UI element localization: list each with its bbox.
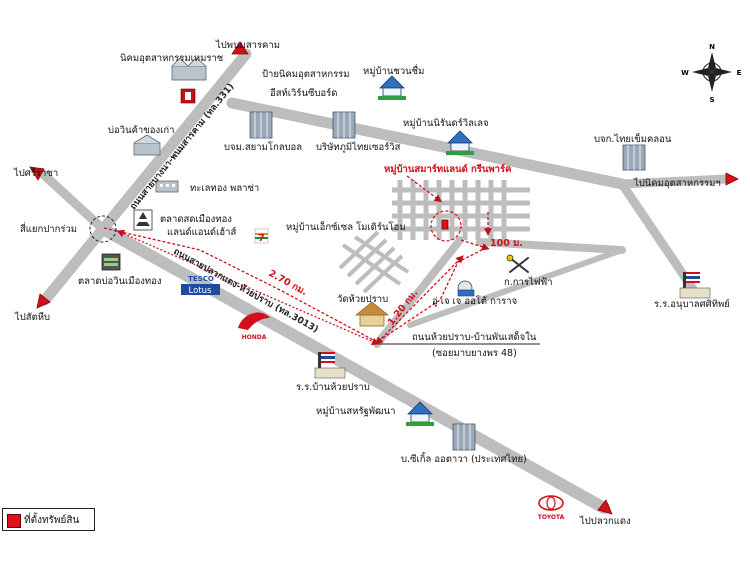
seven-eleven-label: 7	[258, 233, 265, 244]
school-icon	[314, 352, 346, 379]
road-village-east	[476, 238, 626, 254]
road-right-down	[617, 179, 700, 297]
electricity-icon	[506, 254, 529, 273]
tesco-label: TESCO	[188, 275, 214, 283]
route	[103, 175, 492, 346]
label-co-thaiflex: บจก.ไทยเข็มคลอน	[594, 132, 672, 145]
office-tower-icon	[249, 111, 273, 139]
property-circle	[430, 210, 462, 242]
label-wat: วัดห้วยปราบ	[337, 294, 388, 305]
garage-icon	[457, 280, 475, 297]
arrow-east-icon	[725, 172, 739, 186]
label-to-industrial-e: ไปนิคมอุตสาหกรรมฯ	[633, 177, 721, 189]
label-land-house: แลนด์แอนด์เฮ้าส์	[167, 226, 236, 238]
label-to-phanom: ไปพนมสารคาม	[215, 39, 280, 51]
lotus-label: Lotus	[189, 286, 213, 296]
road-east	[226, 97, 628, 190]
label-garage: อู่ เจ เจ ออโต้ การาจ	[432, 295, 517, 307]
school-icon	[679, 272, 711, 299]
label-sign-eastern: อีสท์เวิร์นซีบอร์ด	[270, 87, 338, 99]
office-tower-icon	[622, 144, 646, 171]
label-dist-100: 100 ม.	[490, 238, 523, 249]
compass-w: W	[681, 69, 689, 77]
label-to-sriracha: ไปศรีราชา	[13, 167, 58, 179]
legend: ที่ตั้งทรัพย์สิน	[2, 508, 95, 531]
label-village-excel: หมู่บ้านเอ็กซ์เซล โมเดิร์นโฮม	[286, 220, 406, 233]
label-market-muangthong: ตลาดสดเมืองทอง	[160, 214, 232, 225]
temple-icon	[354, 301, 390, 327]
label-thalaythong: ทะเลทอง พลาซ่า	[190, 183, 259, 194]
office-tower-icon	[452, 423, 476, 451]
property-marker	[441, 219, 449, 230]
label-industrial-hemaraj: นิคมอุตสาหกรรมเหมราช	[120, 53, 224, 64]
road-sriracha	[38, 169, 108, 234]
label-to-pluakdaeng: ไปปลวกแดง	[579, 515, 631, 527]
road-east-2	[617, 174, 731, 189]
label-road-huaiprap: ถนนห้วยปราบ-บ้านพันเสด็จใน	[412, 330, 537, 343]
house-icon	[378, 75, 406, 100]
house-icon	[406, 401, 434, 426]
label-market-bowin: ตลาดบ่อวินเมืองทอง	[78, 276, 162, 287]
house-icon	[446, 130, 474, 155]
legend-swatch	[7, 514, 21, 528]
label-company-phumi: บริษัทภูมิไทยเซอร์วิส	[316, 141, 401, 153]
label-bjm-siam: บจม.สยามโกลบอล	[224, 141, 302, 153]
label-village-smart: หมู่บ้านสมาร์ทแลนด์ กรีนพาร์ค	[384, 163, 511, 176]
compass-e: E	[737, 69, 742, 77]
label-village-nirun: หมู่บ้านนิรันดร์วิลเลจ	[403, 117, 489, 129]
label-co-seagull: บ.ซีเกิ้ล ออตาวา (ประเทศไทย)	[401, 452, 527, 465]
honda-logo-icon: HONDA	[238, 312, 270, 341]
label-road-soi: (ซอยมาบยางพร 48)	[432, 348, 517, 359]
road-village-south	[373, 236, 464, 348]
warehouse-icon	[133, 134, 161, 156]
arrow-sriracha-icon	[29, 166, 45, 181]
label-intersection: สี่แยกปากร่วม	[20, 222, 77, 235]
compass-s: S	[709, 96, 714, 104]
office-tower-icon	[332, 111, 356, 139]
market-stall-icon	[101, 253, 121, 271]
market-icon	[133, 209, 153, 231]
plaza-icon	[155, 180, 179, 193]
legend-label: ที่ตั้งทรัพย์สิน	[24, 515, 80, 526]
village-grid	[392, 180, 530, 240]
honda-label: HONDA	[242, 334, 267, 341]
arrow-north-icon	[231, 41, 249, 55]
label-electricity: ก.การไฟฟ้า	[504, 276, 553, 288]
road-end-arrows	[29, 41, 739, 515]
intersection-circle	[89, 215, 117, 243]
compass-n: N	[709, 43, 715, 51]
label-bokhwai: บ่อวินค้าของเก่า	[108, 125, 174, 136]
label-village-chuanchom: หมู่บ้านชวนชื่ม	[363, 64, 424, 77]
arrow-pluakdaeng-icon	[597, 499, 613, 515]
seven-eleven-icon: 7	[254, 228, 269, 244]
tesco-lotus-icon: TESCO Lotus	[181, 275, 220, 296]
toyota-label: TOYOTA	[538, 514, 565, 521]
label-hospital: ร.ร.อนุบาลศศิทิพย์	[654, 298, 730, 310]
label-sign-industrial: ป้ายนิคมอุตสาหกรรม	[262, 69, 350, 80]
road-331	[39, 48, 252, 306]
compass-icon: N S W E	[681, 43, 741, 104]
factory-icon	[171, 57, 207, 81]
toyota-logo-icon: TOYOTA	[538, 495, 565, 521]
label-village-sahat: หมู่บ้านสหรัฐพัฒนา	[316, 406, 395, 417]
label-to-sattahip: ไปสัตหีบ	[14, 311, 50, 323]
label-school-huaiprap: ร.ร.บ้านห้วยปราบ	[296, 382, 370, 393]
hemaraj-logo-icon	[180, 88, 196, 104]
arrow-sattahip-icon	[36, 293, 51, 309]
excel-grid	[338, 230, 410, 294]
